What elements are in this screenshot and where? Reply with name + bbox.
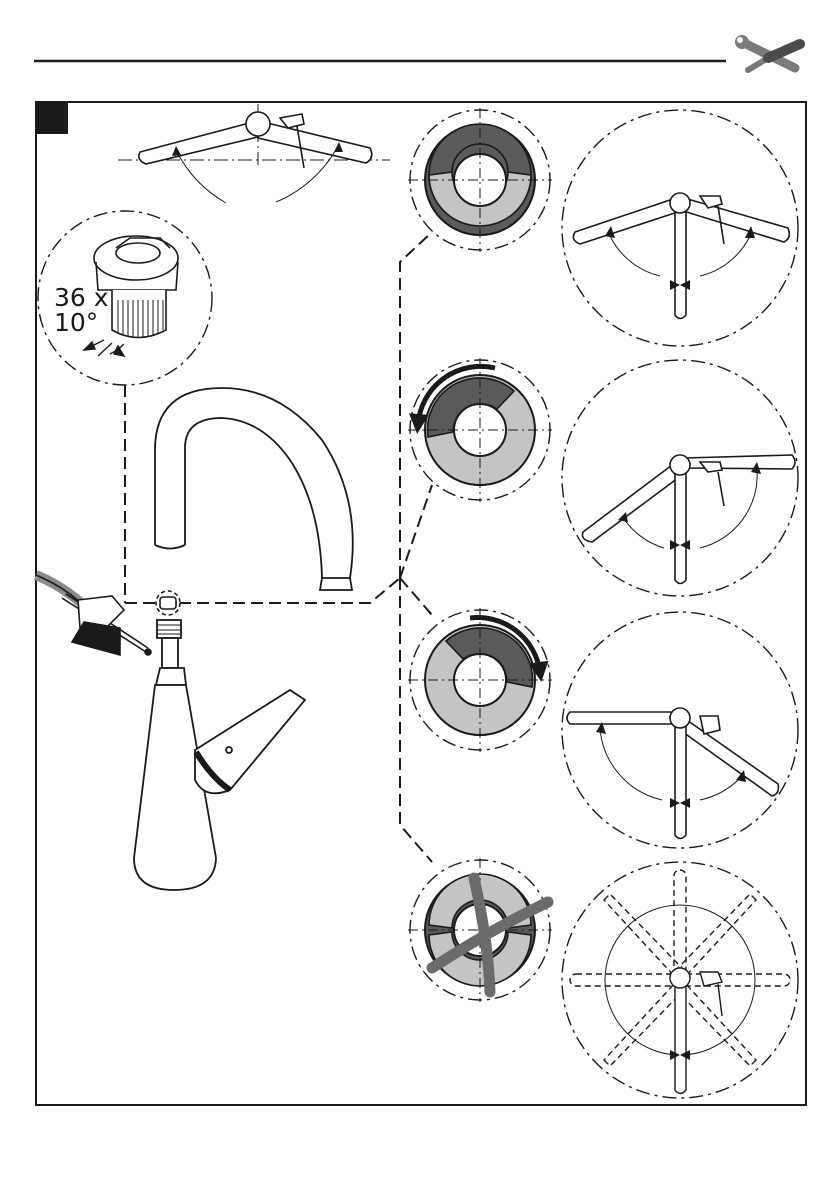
ring-step-default	[408, 108, 552, 252]
top-view-default	[562, 110, 798, 346]
top-view-rotated-left	[562, 360, 798, 596]
ring-step-invalid	[408, 858, 552, 1002]
top-view-rotated-right	[562, 612, 798, 848]
ring-step-counterclockwise	[408, 358, 552, 502]
cartridge-detail: 36 x 10°	[38, 211, 212, 385]
top-view-all-positions	[562, 862, 798, 1098]
screwdriver-icon	[36, 575, 151, 655]
top-spout-swing	[118, 104, 390, 203]
aerator-part	[156, 591, 180, 615]
mixer-body	[134, 620, 305, 890]
ring-step-clockwise	[408, 608, 552, 752]
wrench-screwdriver-icon	[735, 35, 800, 70]
rotation-step-label: 10°	[54, 308, 98, 337]
rotation-step-arrows	[84, 340, 124, 356]
step-marker	[36, 102, 68, 134]
gooseneck-spout	[155, 388, 353, 590]
